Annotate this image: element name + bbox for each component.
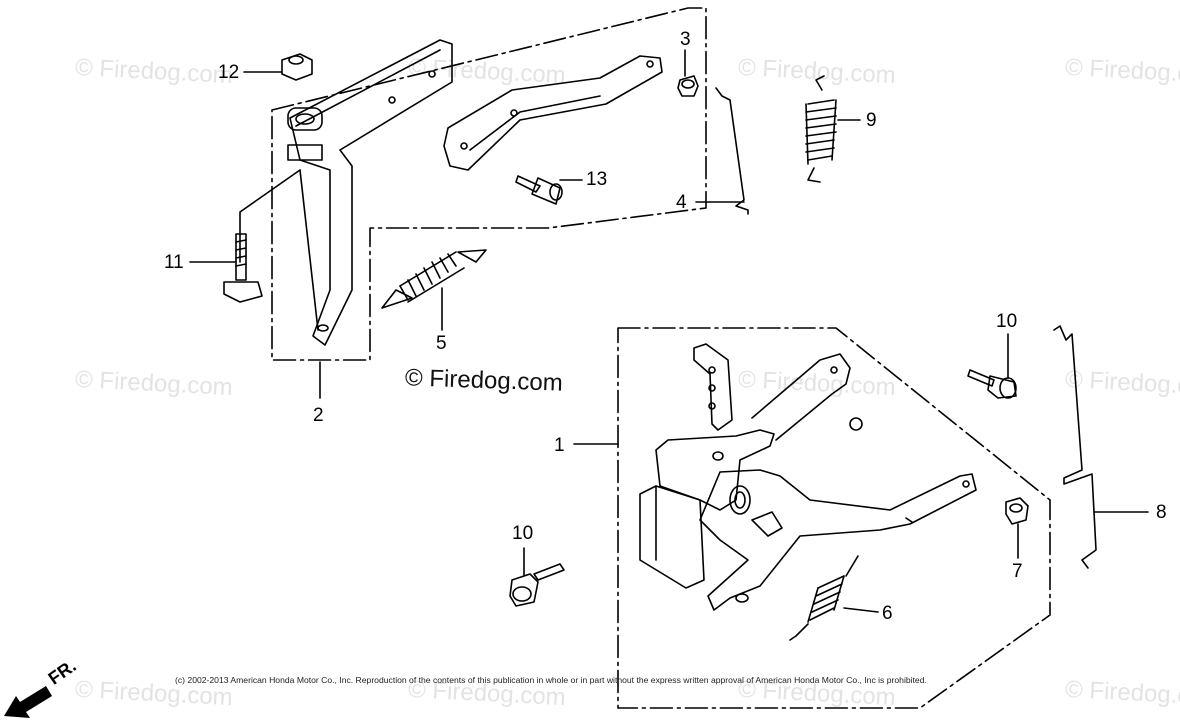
governor-arm-bracket	[287, 39, 453, 346]
callout-10-right: 10	[996, 311, 1018, 332]
callout-11: 11	[164, 252, 184, 273]
bolt	[223, 233, 263, 303]
callout-5: 5	[436, 333, 447, 354]
callout-13: 13	[586, 169, 608, 190]
assembly-outline-lower	[617, 327, 1051, 709]
callout-6: 6	[882, 603, 893, 624]
callout-2: 2	[313, 405, 324, 426]
callout-8: 8	[1156, 502, 1167, 523]
callout-9: 9	[866, 110, 877, 131]
copyright-notice: (c) 2002-2013 American Honda Motor Co., …	[175, 675, 927, 685]
callout-10-left: 10	[512, 523, 534, 544]
leader-line	[239, 169, 301, 263]
grommet-small	[1005, 497, 1029, 525]
choke-rod	[1053, 325, 1097, 569]
governor-spring	[805, 75, 837, 183]
leader-line	[843, 607, 879, 613]
assembly-outline-upper	[271, 7, 707, 361]
control-base	[639, 343, 977, 611]
callout-4: 4	[676, 192, 687, 213]
nut	[281, 53, 313, 81]
callout-12: 12	[218, 62, 240, 83]
grommet	[677, 75, 699, 97]
front-direction-arrow	[4, 686, 52, 718]
throttle-spring	[789, 555, 859, 641]
link-plate	[443, 55, 663, 171]
throttle-rod	[715, 87, 749, 215]
callout-1: 1	[554, 435, 565, 456]
flange-bolt	[515, 175, 563, 205]
flange-bolt-left	[509, 563, 565, 607]
return-spring	[381, 249, 487, 309]
callout-3: 3	[680, 29, 691, 50]
callout-7: 7	[1012, 561, 1023, 582]
site-watermark: © Firedog.com	[404, 364, 564, 397]
